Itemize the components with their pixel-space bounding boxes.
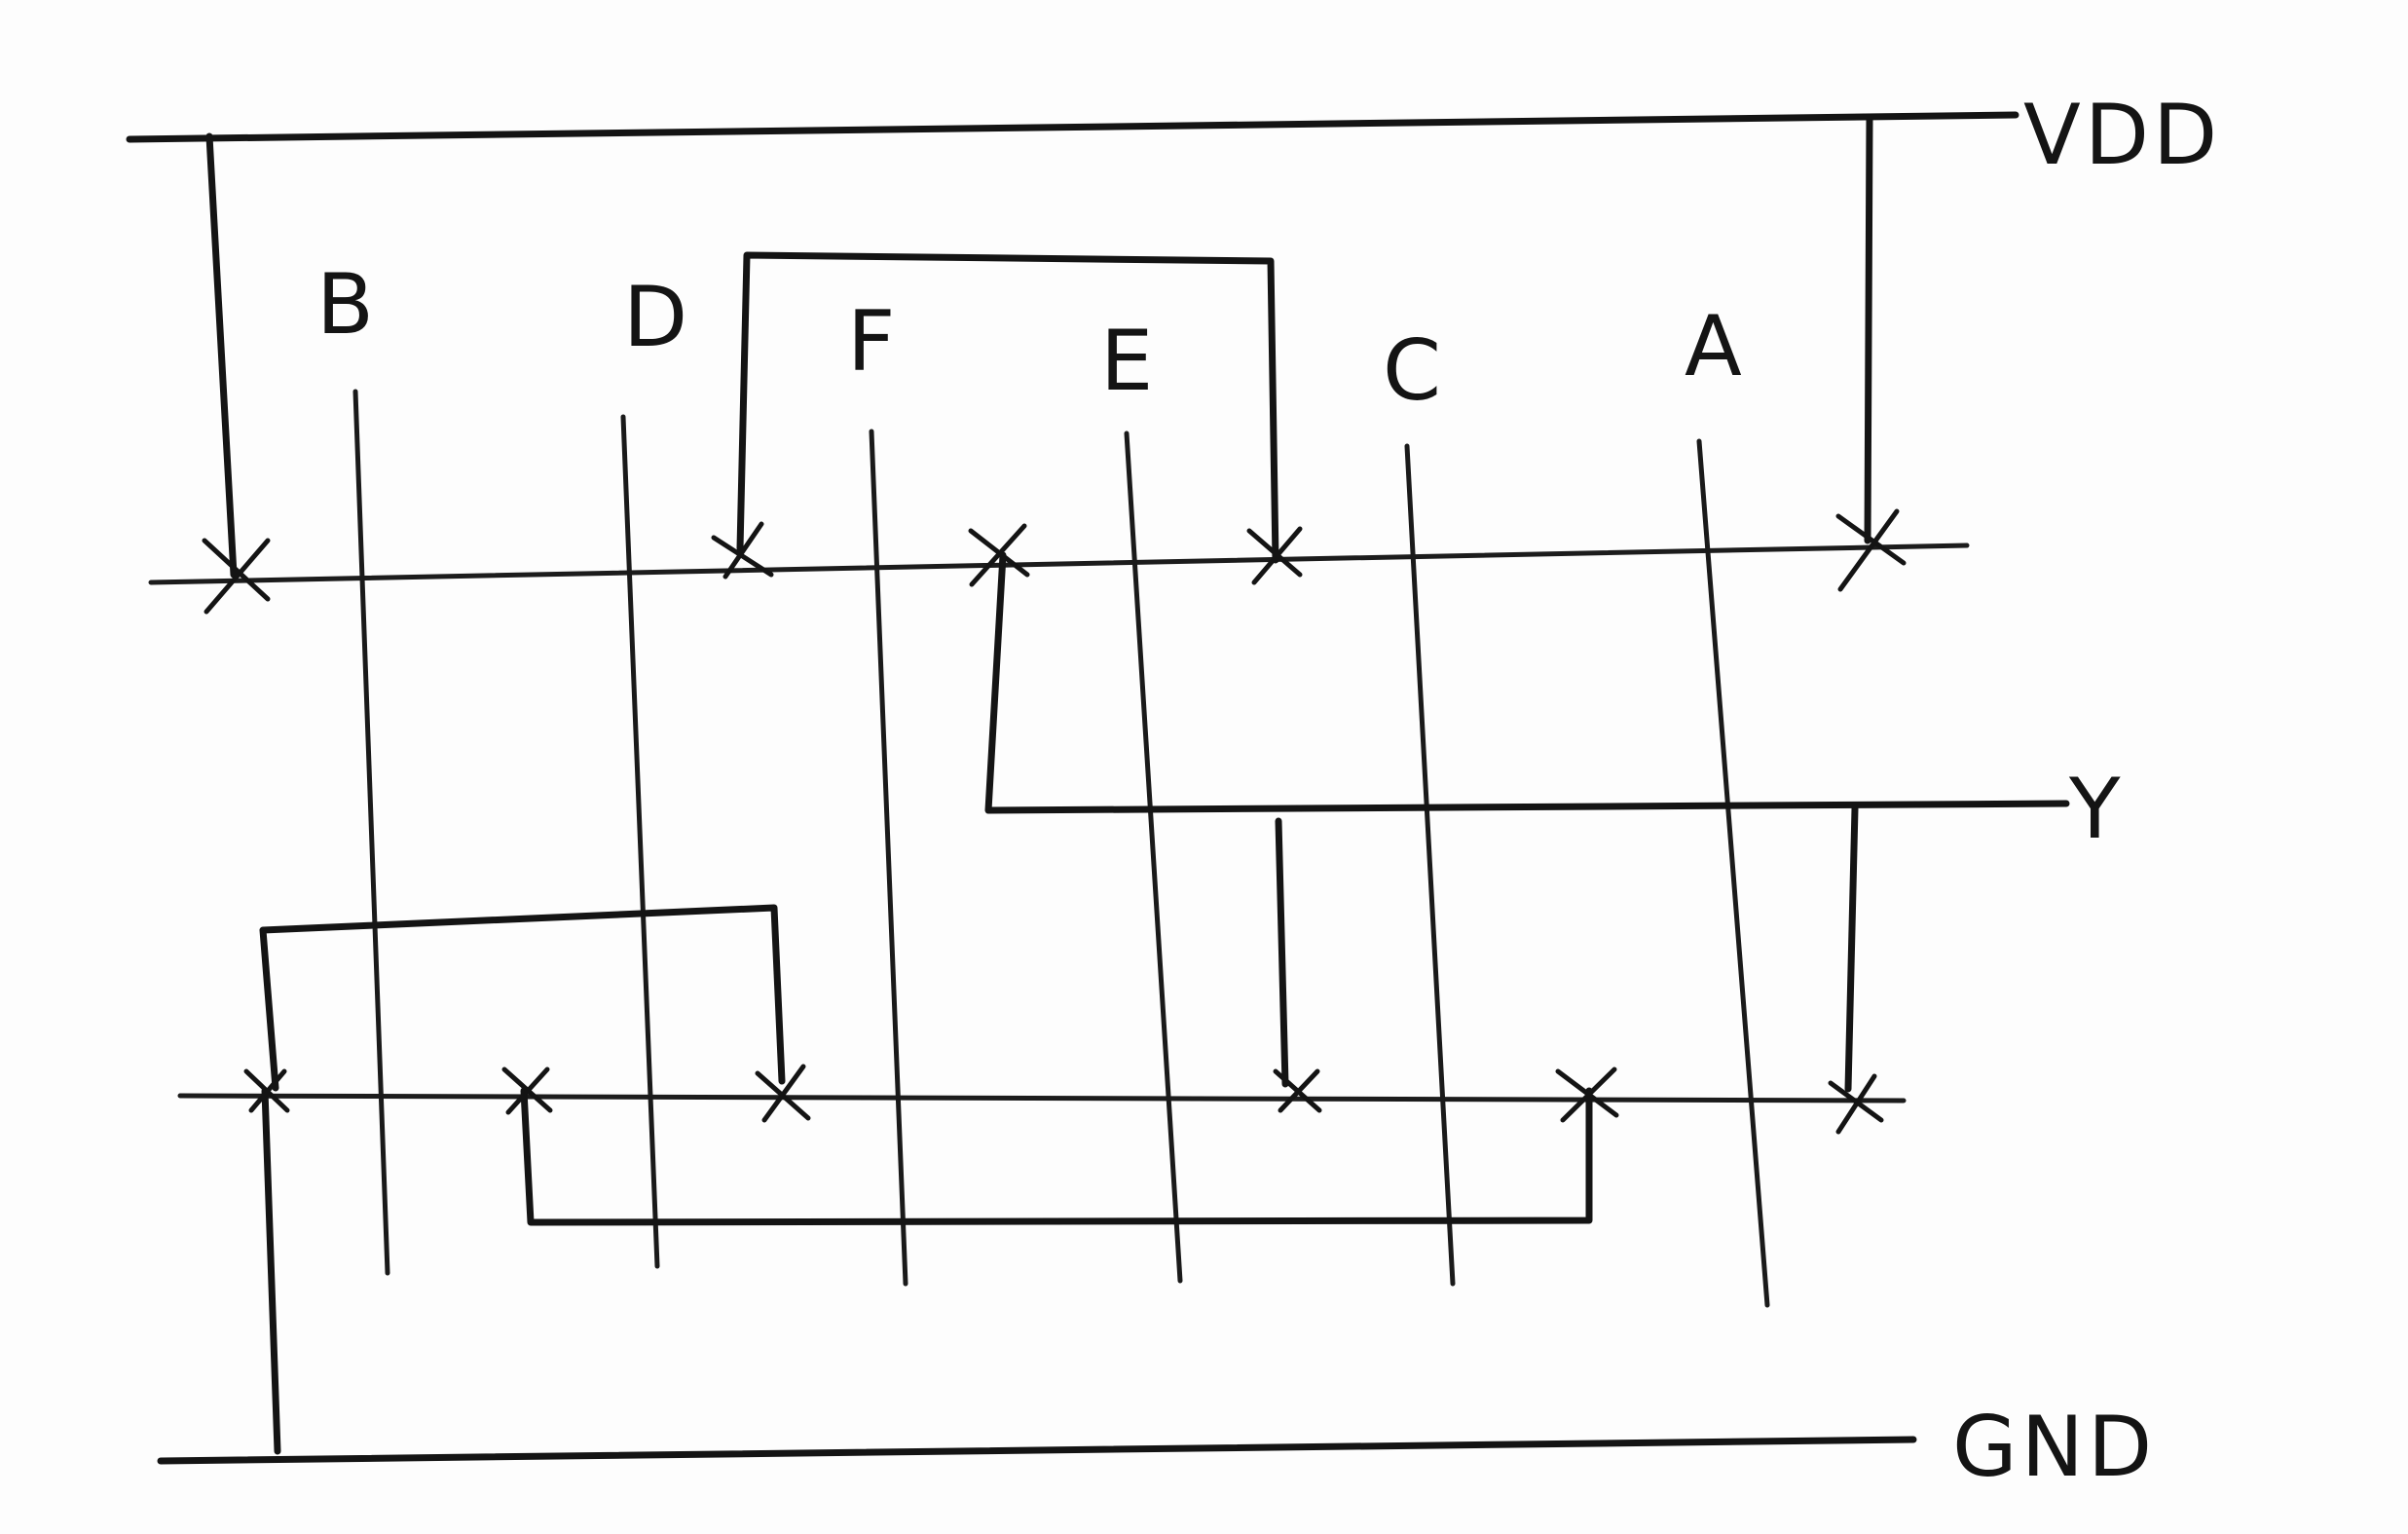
pmos-contact-2 xyxy=(711,521,774,580)
nmos-contact-6 xyxy=(1828,1073,1884,1135)
vdd-drop-right xyxy=(1864,115,1873,544)
pmos-contact-5 xyxy=(1835,508,1907,592)
nmos-lower-strap xyxy=(520,1087,1593,1226)
nmos-contact-4 xyxy=(1273,1068,1322,1113)
gate-label-c: C xyxy=(1383,322,1441,420)
pmos-contact-3 xyxy=(968,523,1030,587)
nmos-contact-3 xyxy=(755,1064,811,1123)
output-net-y xyxy=(984,551,2070,814)
nmos-upper-strap xyxy=(259,904,786,1092)
gnd-drop xyxy=(261,1087,281,1455)
gate-line-e xyxy=(1124,430,1183,1284)
gnd-rail xyxy=(157,1436,1917,1465)
gate-line-a xyxy=(1696,438,1770,1308)
output-drop-left xyxy=(1275,817,1289,1088)
nmos-contact-1 xyxy=(243,1068,290,1113)
gate-label-b: B xyxy=(316,256,374,354)
gate-label-f: F xyxy=(847,293,895,391)
gate-line-f xyxy=(869,429,908,1287)
output-label-y: Y xyxy=(2068,761,2121,858)
vdd-label: VDD xyxy=(2023,87,2221,184)
nmos-contact-5 xyxy=(1555,1066,1619,1123)
gnd-label: GND xyxy=(1952,1399,2156,1496)
pmos-contact-4 xyxy=(1246,526,1303,585)
pmos-strap xyxy=(736,251,1279,564)
vdd-rail xyxy=(126,111,2019,143)
pmos-contact-1 xyxy=(202,538,271,615)
gate-line-c xyxy=(1404,443,1456,1287)
vdd-drop-left xyxy=(205,132,238,579)
nmos-diffusion xyxy=(177,1093,1907,1104)
output-drop-right xyxy=(1844,804,1859,1093)
gate-label-e: E xyxy=(1100,313,1153,410)
gate-line-b xyxy=(352,389,390,1276)
gate-label-d: D xyxy=(623,269,687,366)
gate-label-a: A xyxy=(1685,298,1742,395)
gate-line-d xyxy=(620,414,660,1269)
pmos-diffusion xyxy=(148,543,1970,585)
nmos-contact-2 xyxy=(501,1066,553,1115)
